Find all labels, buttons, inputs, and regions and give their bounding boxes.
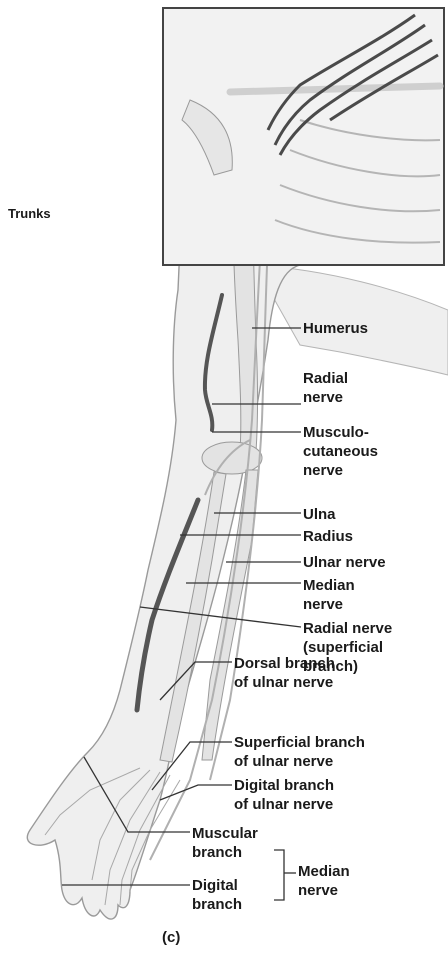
inset-box [163,8,444,265]
label-muscular-branch: Muscular branch [192,824,258,862]
label-digital-branch: Digital branch [192,876,242,914]
label-superficial-branch-ulnar: Superficial branch of ulnar nerve [234,733,365,771]
label-ulna: Ulna [303,505,336,524]
label-radius: Radius [303,527,353,546]
figure-caption: (c) [162,928,180,947]
label-ulnar-nerve: Ulnar nerve [303,553,386,572]
label-dorsal-branch-ulnar: Dorsal branch of ulnar nerve [234,654,335,692]
label-digital-branch-ulnar: Digital branch of ulnar nerve [234,776,334,814]
label-humerus: Humerus [303,319,368,338]
label-trunks: Trunks [8,204,51,223]
label-median-nerve-hand: Median nerve [298,862,350,900]
label-median-nerve-forearm: Median nerve [303,576,355,614]
elbow-condyle [202,442,262,474]
label-radial-nerve: Radial nerve [303,369,348,407]
label-musculocutaneous-nerve: Musculo- cutaneous nerve [303,423,378,480]
